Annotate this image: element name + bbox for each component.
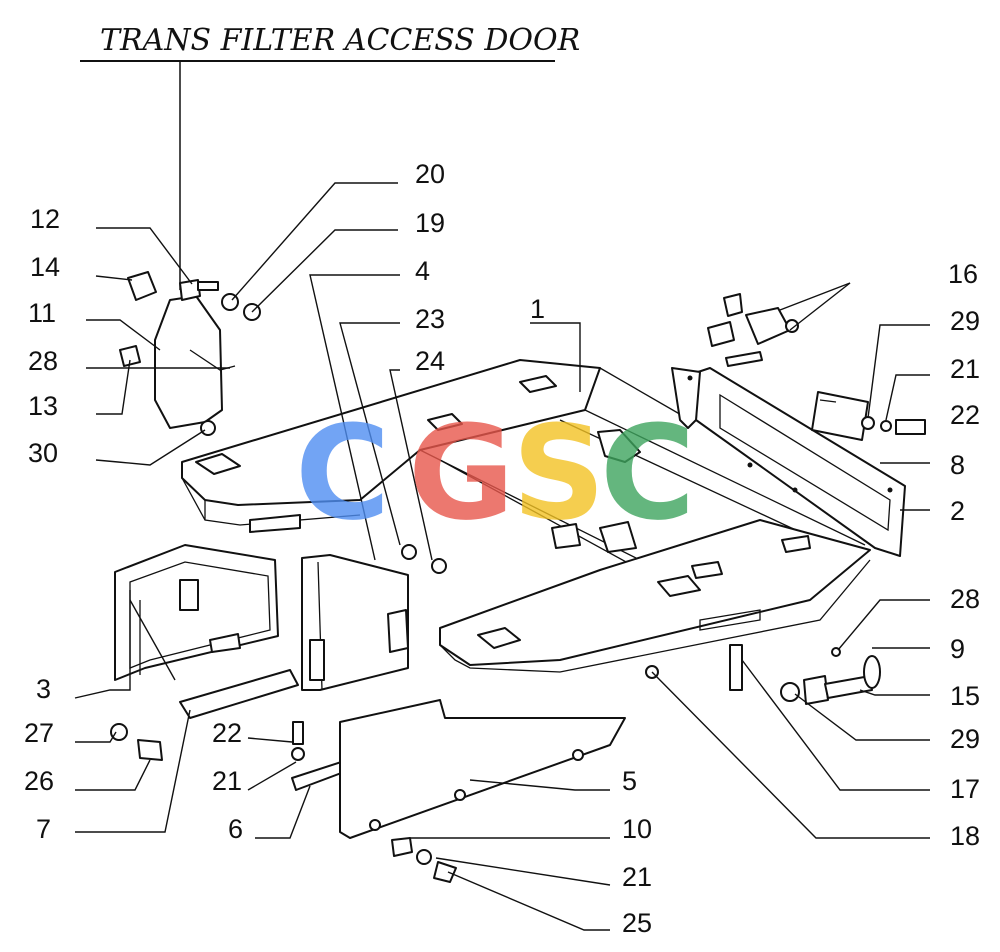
callout-17: 17 bbox=[950, 774, 980, 804]
callout-16: 16 bbox=[948, 259, 978, 289]
callout-6: 6 bbox=[228, 814, 243, 844]
callout-9: 9 bbox=[950, 634, 965, 664]
callout-19: 19 bbox=[415, 208, 445, 238]
floor-pan-assembly bbox=[181, 359, 871, 673]
watermark-letter: S bbox=[512, 397, 606, 549]
callout-30: 30 bbox=[28, 438, 58, 468]
callout-21: 21 bbox=[950, 354, 980, 384]
callout-28: 28 bbox=[28, 346, 58, 376]
watermark-letter: G bbox=[408, 397, 515, 549]
filter-access-door bbox=[119, 271, 261, 436]
callout-2: 2 bbox=[950, 496, 965, 526]
callout-25: 25 bbox=[622, 908, 652, 938]
latch-assembly bbox=[707, 293, 799, 367]
side-panel bbox=[114, 544, 279, 681]
mounting-plate-5 bbox=[339, 699, 626, 839]
callout-10: 10 bbox=[622, 814, 652, 844]
callout-3: 3 bbox=[36, 674, 51, 704]
callout-29: 29 bbox=[950, 306, 980, 336]
callout-8: 8 bbox=[950, 450, 965, 480]
cover-plate bbox=[811, 391, 869, 441]
callout-4: 4 bbox=[415, 256, 430, 286]
callout-22: 22 bbox=[212, 718, 242, 748]
callout-28: 28 bbox=[950, 584, 980, 614]
callout-labels: 20 19 12 14 4 23 1 16 11 24 29 28 21 13 … bbox=[24, 159, 980, 938]
diagram-title: TRANS FILTER ACCESS DOOR bbox=[100, 23, 580, 58]
callout-23: 23 bbox=[415, 304, 445, 334]
callout-12: 12 bbox=[30, 204, 60, 234]
title-block: TRANS FILTER ACCESS DOOR bbox=[80, 23, 580, 290]
callout-15: 15 bbox=[950, 681, 980, 711]
watermark: C G S C bbox=[295, 397, 695, 549]
callout-14: 14 bbox=[30, 252, 60, 282]
callout-26: 26 bbox=[24, 766, 54, 796]
callout-18: 18 bbox=[950, 821, 980, 851]
callout-7: 7 bbox=[36, 814, 51, 844]
callout-1: 1 bbox=[530, 294, 545, 324]
callout-21: 21 bbox=[622, 862, 652, 892]
bar-7 bbox=[179, 669, 299, 719]
callout-29: 29 bbox=[950, 724, 980, 754]
callout-21: 21 bbox=[212, 766, 242, 796]
watermark-letter: C bbox=[600, 397, 695, 549]
leader-lines bbox=[74, 182, 930, 931]
callout-13: 13 bbox=[28, 391, 58, 421]
callout-27: 27 bbox=[24, 718, 54, 748]
watermark-letter: C bbox=[295, 397, 390, 549]
callout-11: 11 bbox=[28, 298, 56, 328]
callout-20: 20 bbox=[415, 159, 445, 189]
rear-panel bbox=[671, 367, 906, 557]
callout-22: 22 bbox=[950, 400, 980, 430]
callout-24: 24 bbox=[415, 346, 445, 376]
callout-5: 5 bbox=[622, 766, 637, 796]
bracket-panel bbox=[301, 554, 409, 691]
